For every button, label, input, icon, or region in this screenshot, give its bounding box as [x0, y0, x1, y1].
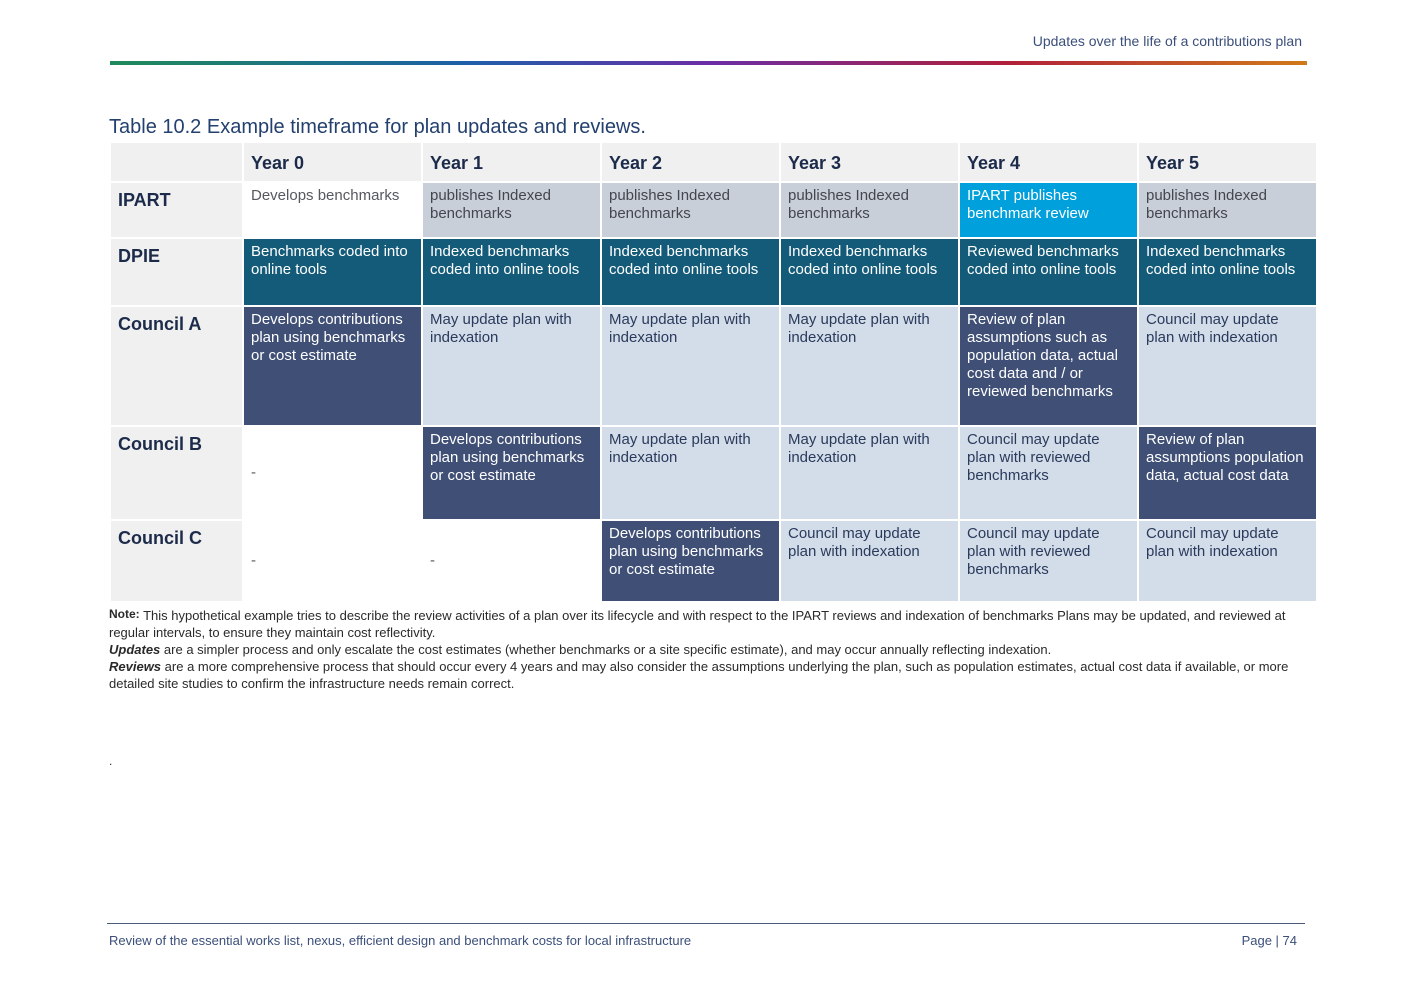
table-cell: Review of plan assumptions population da…: [1139, 427, 1316, 519]
reviews-paragraph: Reviews are a more comprehensive process…: [109, 658, 1299, 692]
table-cell: Develops contributions plan using benchm…: [602, 521, 779, 601]
column-header-year-1: Year 1: [423, 143, 600, 181]
table-cell: Develops benchmarks: [244, 183, 421, 237]
table-cell: -: [244, 427, 421, 519]
table-caption: Table 10.2 Example timeframe for plan up…: [109, 116, 646, 138]
table-cell: Review of plan assumptions such as popul…: [960, 307, 1137, 425]
table-cell: Indexed benchmarks coded into online too…: [1139, 239, 1316, 305]
footer-title: Review of the essential works list, nexu…: [109, 933, 692, 948]
table-cell: -: [423, 521, 600, 601]
table-cell: Benchmarks coded into online tools: [244, 239, 421, 305]
table-row-ipart: IPART Develops benchmarks publishes Inde…: [111, 183, 1316, 237]
table-cell: May update plan with indexation: [423, 307, 600, 425]
table-cell: publishes Indexed benchmarks: [602, 183, 779, 237]
table-cell: Develops contributions plan using benchm…: [423, 427, 600, 519]
table-cell: Indexed benchmarks coded into online too…: [781, 239, 958, 305]
column-header-year-2: Year 2: [602, 143, 779, 181]
timeline-table: Year 0 Year 1 Year 2 Year 3 Year 4 Year …: [109, 141, 1318, 603]
table-cell: Reviewed benchmarks coded into online to…: [960, 239, 1137, 305]
table-cell: -: [244, 521, 421, 601]
row-header-ipart: IPART: [111, 183, 242, 237]
updates-paragraph: Updates are a simpler process and only e…: [109, 641, 1299, 658]
table-cell: May update plan with indexation: [602, 427, 779, 519]
table-notes: Note: This hypothetical example tries to…: [109, 606, 1299, 692]
running-header: Updates over the life of a contributions…: [1032, 33, 1302, 49]
table-row-council-b: Council B - Develops contributions plan …: [111, 427, 1316, 519]
table-cell: publishes Indexed benchmarks: [1139, 183, 1316, 237]
table-row-council-c: Council C - - Develops contributions pla…: [111, 521, 1316, 601]
footer-rule: [107, 923, 1305, 924]
table-row-council-a: Council A Develops contributions plan us…: [111, 307, 1316, 425]
table-cell: publishes Indexed benchmarks: [781, 183, 958, 237]
table-cell: Indexed benchmarks coded into online too…: [423, 239, 600, 305]
reviews-text: are a more comprehensive process that sh…: [109, 659, 1289, 691]
column-header-year-4: Year 4: [960, 143, 1137, 181]
table-cell: Council may update plan with indexation: [1139, 307, 1316, 425]
note-text: This hypothetical example tries to descr…: [109, 608, 1286, 640]
table-cell: IPART publishes benchmark review: [960, 183, 1137, 237]
stray-mark: .: [109, 754, 113, 768]
table-cell: May update plan with indexation: [781, 307, 958, 425]
table-cell: May update plan with indexation: [781, 427, 958, 519]
header-gradient-rule: [110, 61, 1307, 65]
updates-label: Updates: [109, 642, 161, 657]
column-header-year-5: Year 5: [1139, 143, 1316, 181]
note-paragraph: Note: This hypothetical example tries to…: [109, 606, 1299, 641]
table-cell: publishes Indexed benchmarks: [423, 183, 600, 237]
table-cell: Indexed benchmarks coded into online too…: [602, 239, 779, 305]
table-cell: May update plan with indexation: [602, 307, 779, 425]
row-header-council-b: Council B: [111, 427, 242, 519]
table-corner-cell: [111, 143, 242, 181]
column-header-year-3: Year 3: [781, 143, 958, 181]
table-cell: Council may update plan with indexation: [781, 521, 958, 601]
table-header-row: Year 0 Year 1 Year 2 Year 3 Year 4 Year …: [111, 143, 1316, 181]
reviews-label: Reviews: [109, 659, 162, 674]
row-header-council-a: Council A: [111, 307, 242, 425]
table-row-dpie: DPIE Benchmarks coded into online tools …: [111, 239, 1316, 305]
column-header-year-0: Year 0: [244, 143, 421, 181]
row-header-council-c: Council C: [111, 521, 242, 601]
row-header-dpie: DPIE: [111, 239, 242, 305]
table-cell: Council may update plan with reviewed be…: [960, 521, 1137, 601]
table-cell: Council may update plan with indexation: [1139, 521, 1316, 601]
updates-text: are a simpler process and only escalate …: [163, 642, 1052, 657]
page-number: Page | 74: [1241, 933, 1297, 948]
note-label: Note:: [109, 607, 140, 621]
table-cell: Council may update plan with reviewed be…: [960, 427, 1137, 519]
table-cell: Develops contributions plan using benchm…: [244, 307, 421, 425]
